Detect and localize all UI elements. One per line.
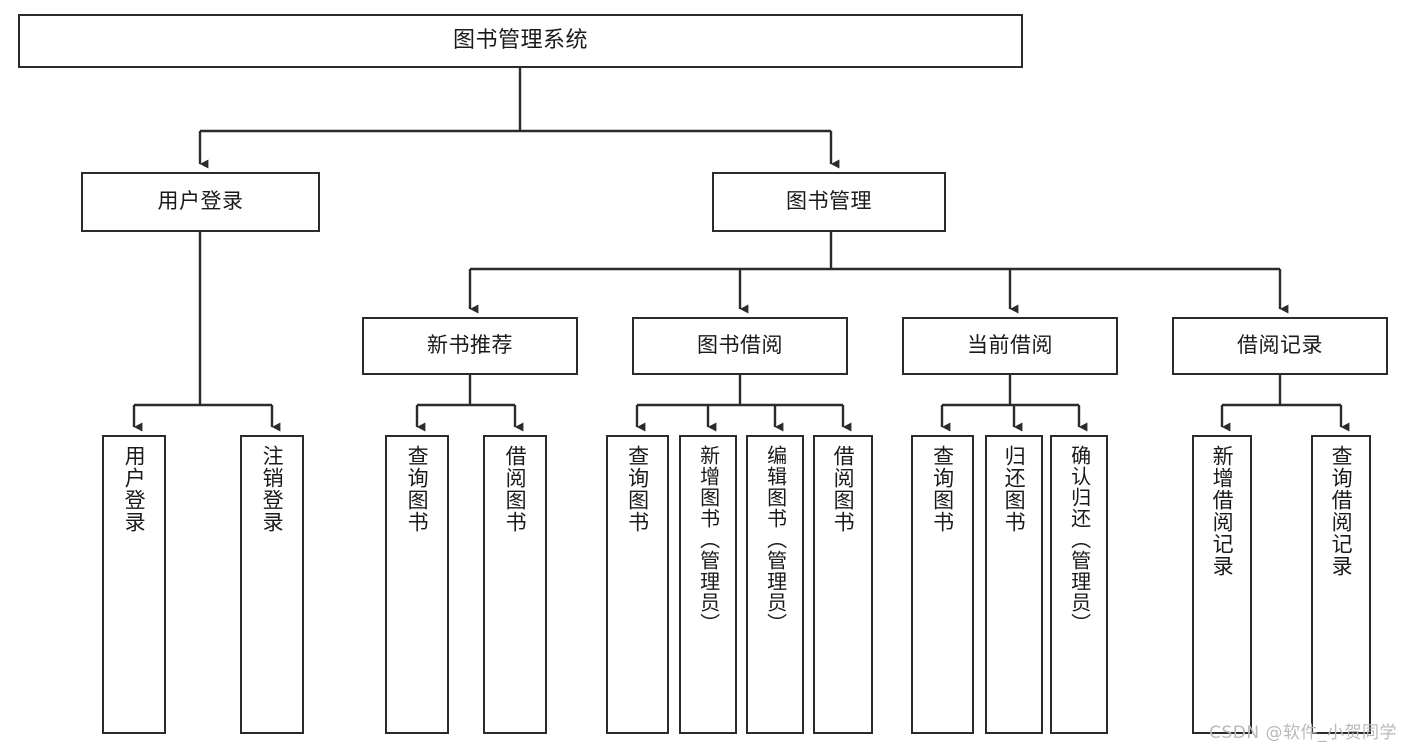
node-leaf-edit-book-label: 编辑图书（管理员）	[763, 445, 788, 634]
node-book-manage[interactable]: 图书管理	[712, 172, 946, 232]
node-leaf-borrow-book-rec[interactable]: 借阅图书	[483, 435, 547, 734]
node-leaf-return-book-label: 归还图书	[1002, 445, 1027, 533]
node-leaf-confirm-return[interactable]: 确认归还（管理员）	[1050, 435, 1108, 734]
node-new-book-rec[interactable]: 新书推荐	[362, 317, 578, 375]
node-current-borrow[interactable]: 当前借阅	[902, 317, 1118, 375]
node-leaf-query-book-borrow[interactable]: 查询图书	[606, 435, 669, 734]
node-current-borrow-label: 当前借阅	[967, 333, 1053, 358]
node-leaf-borrow-book[interactable]: 借阅图书	[813, 435, 873, 734]
node-leaf-user-login-label: 用户登录	[122, 445, 147, 533]
node-borrow-record-label: 借阅记录	[1237, 333, 1323, 358]
node-leaf-add-book[interactable]: 新增图书（管理员）	[679, 435, 737, 734]
node-leaf-user-logout-label: 注销登录	[260, 445, 285, 533]
node-user-login[interactable]: 用户登录	[81, 172, 320, 232]
node-leaf-query-book-cur[interactable]: 查询图书	[911, 435, 974, 734]
node-leaf-return-book[interactable]: 归还图书	[985, 435, 1043, 734]
node-user-login-label: 用户登录	[157, 189, 244, 214]
node-root-label: 图书管理系统	[452, 27, 588, 53]
node-leaf-add-book-label: 新增图书（管理员）	[696, 445, 721, 634]
node-borrow-record[interactable]: 借阅记录	[1172, 317, 1388, 375]
node-leaf-query-record[interactable]: 查询借阅记录	[1311, 435, 1371, 734]
node-leaf-borrow-book-rec-label: 借阅图书	[503, 445, 528, 533]
node-leaf-add-record[interactable]: 新增借阅记录	[1192, 435, 1252, 734]
node-leaf-query-record-label: 查询借阅记录	[1329, 445, 1354, 577]
node-book-borrow[interactable]: 图书借阅	[632, 317, 848, 375]
node-new-book-rec-label: 新书推荐	[427, 333, 513, 358]
csdn-watermark: CSDN @软件_小贺同学	[1209, 723, 1397, 743]
node-book-manage-label: 图书管理	[786, 189, 872, 214]
node-leaf-query-book-rec[interactable]: 查询图书	[385, 435, 449, 734]
node-leaf-user-login[interactable]: 用户登录	[102, 435, 166, 734]
node-leaf-query-book-rec-label: 查询图书	[405, 445, 430, 533]
node-root[interactable]: 图书管理系统	[18, 14, 1023, 68]
node-leaf-confirm-return-label: 确认归还（管理员）	[1067, 445, 1092, 634]
node-leaf-user-logout[interactable]: 注销登录	[240, 435, 304, 734]
node-book-borrow-label: 图书借阅	[697, 333, 783, 358]
node-leaf-add-record-label: 新增借阅记录	[1210, 445, 1235, 577]
node-leaf-query-book-cur-label: 查询图书	[930, 445, 955, 533]
node-leaf-borrow-book-label: 借阅图书	[831, 445, 856, 533]
node-leaf-edit-book[interactable]: 编辑图书（管理员）	[746, 435, 804, 734]
node-leaf-query-book-borrow-label: 查询图书	[625, 445, 650, 533]
